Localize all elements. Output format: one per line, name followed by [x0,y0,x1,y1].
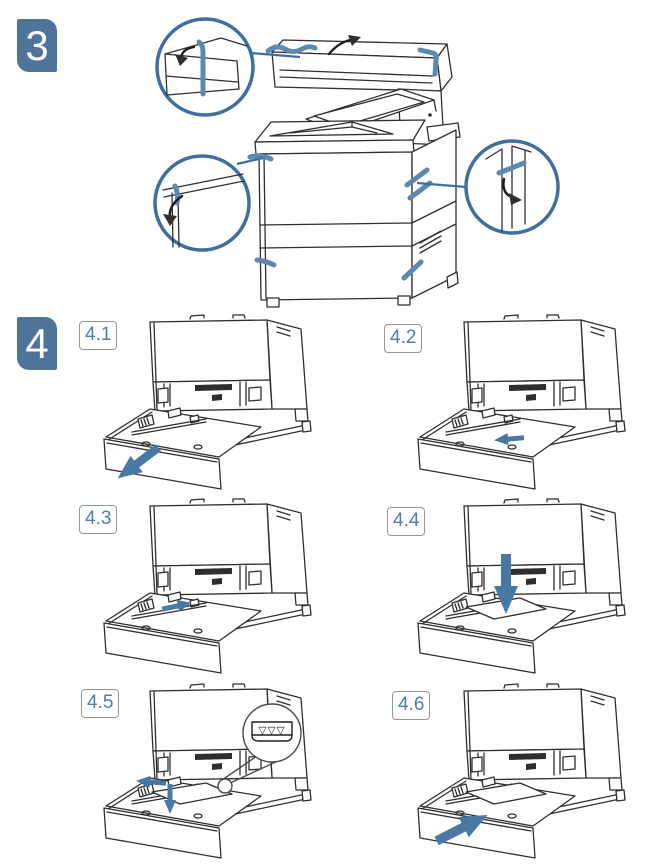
substep-4-1-illustration [103,314,312,490]
substep-4-1: 4.1 [79,310,340,494]
adf-unit [271,39,453,92]
substep-4-2-label: 4.2 [384,324,423,353]
fill-indicator-mark-circle [217,778,233,794]
substep-4-2-illustration [417,314,626,490]
step3-badge: 3 [17,19,57,72]
peel-tape-arrow-icon [175,45,196,66]
substep-4-6: 4.6 [384,679,645,863]
callout-circle-left-side [153,154,264,252]
printer-drawing [247,35,461,308]
substep-4-5: 4.5 ▽▽▽ [79,679,340,863]
substep-4-4-illustration [417,498,626,674]
substep-4-4-label: 4.4 [387,507,426,536]
open-adf-arrow-icon [327,35,361,56]
peel-tape-arrow-icon [163,194,184,226]
substep-4-3: 4.3 [79,494,340,678]
substep-4-2: 4.2 [384,310,645,494]
packing-tape [247,44,439,281]
peel-tape-arrow-icon [502,177,522,205]
substep-4-6-label: 4.6 [392,691,431,720]
tape-strip [196,39,206,97]
printer-tray-drawing [417,314,626,490]
printer-body [258,129,459,308]
fill-indicator-triangles: ▽▽▽ [258,725,285,737]
substep-4-5-illustration: ▽▽▽ [103,683,312,859]
callout-circle-adf-corner [155,17,301,117]
substep-4-1-label: 4.1 [79,321,118,350]
substep-4-3-label: 4.3 [79,505,118,534]
callout-circle-right-side [416,139,560,235]
step4-badge: 4 [17,317,57,370]
substep-4-6-illustration [417,683,626,859]
substep-4-3-illustration [103,498,312,674]
power-button [428,113,432,117]
printer-tray-drawing [417,498,626,674]
step3-illustration [153,17,560,308]
printer-tray-drawing [103,498,312,674]
substep-4-4: 4.4 [384,494,645,678]
fill-indicator-callout: ▽▽▽ [217,703,302,794]
substep-4-5-label: 4.5 [81,689,120,718]
tape-strip [172,183,181,206]
tape-strip [496,160,527,176]
